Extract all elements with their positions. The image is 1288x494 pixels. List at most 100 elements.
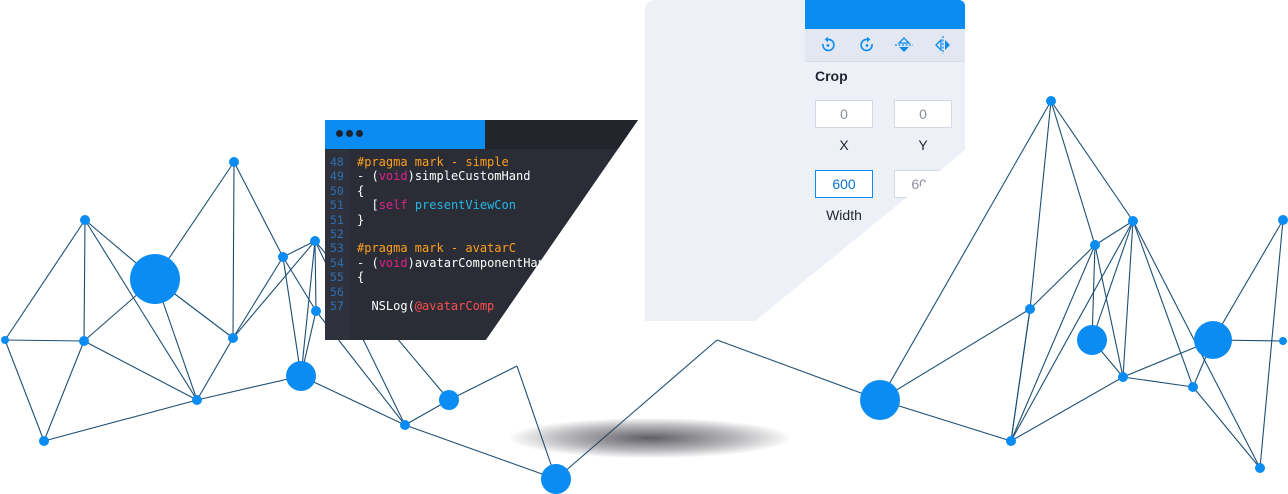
code-token: )avatarComponentHan [407,255,545,270]
drop-shadow [510,418,790,458]
network-edge [232,161,235,339]
network-edge [555,339,718,480]
line-number: 50 [330,183,344,198]
code-token: } [357,212,365,227]
rotate-left-icon[interactable] [819,36,837,54]
network-edge [404,424,557,480]
network-node [278,252,288,262]
network-edge [282,240,316,258]
editor-title-bar-fill [485,120,638,149]
crop-y-input[interactable]: 0 [894,100,952,128]
code-token: void [378,255,408,270]
editor-title-bar [325,120,485,149]
crop-x-input[interactable]: 0 [815,100,873,128]
network-edge [314,240,317,312]
network-edge [1050,100,1096,246]
line-number-gutter [325,149,350,340]
network-node [310,236,320,246]
network-edge [1192,386,1261,469]
flip-vertical-icon[interactable] [895,36,913,54]
code-token [357,285,371,299]
network-node [229,157,239,167]
crop-x-label: X [839,137,849,153]
network-node [1006,436,1016,446]
code-token: )simpleCustomHand [407,169,531,184]
network-edge [83,219,86,342]
network-node [541,464,571,494]
code-text: { [357,184,364,199]
network-node [1046,96,1056,106]
network-node [228,333,238,343]
code-token: #pragma mark - simple [357,155,509,169]
network-edge [1010,244,1096,442]
line-number: 55 [330,270,344,285]
network-edge [1094,220,1134,246]
network-edge [879,399,1012,442]
network-edge [1050,100,1134,222]
network-edge [4,339,85,342]
line-number: 57 [330,299,344,313]
code-token: NSLog( [357,299,415,313]
network-edge [1091,220,1134,341]
network-node [860,380,900,420]
code-text: { [357,270,364,285]
line-number: 51 [330,212,344,227]
network-edge [1010,376,1124,442]
code-text: - (void)avatarComponentHan [357,256,545,271]
code-token: { [357,270,365,285]
network-node [400,420,410,430]
network-node [1278,215,1288,225]
code-token: { [357,183,365,198]
crop-panel-header [805,0,965,29]
network-edge [43,340,85,442]
network-edge [1094,244,1124,378]
network-edge [879,100,1052,401]
network-node [1188,382,1198,392]
network-node [1279,337,1287,345]
rotate-right-icon[interactable] [858,36,876,54]
network-edge [1212,219,1284,341]
network-node [192,395,202,405]
line-number: 48 [330,155,344,169]
network-node [311,306,321,316]
crop-width-input[interactable]: 600 [815,170,873,198]
window-dot [356,130,363,137]
network-edge [232,256,284,339]
code-text: #pragma mark - simple [357,155,509,170]
crop-width-label: Width [826,207,862,223]
network-edge [516,365,557,480]
network-node [80,215,90,225]
code-text: #pragma mark - avatarC [357,241,516,256]
network-node [1255,463,1265,473]
network-node [39,436,49,446]
window-dot [346,130,353,137]
network-edge [1010,308,1031,442]
code-token: presentViewCon [407,198,516,213]
code-text [357,285,371,300]
line-number: 49 [330,169,344,184]
code-token: - ( [357,255,379,270]
network-edge [1010,220,1134,442]
network-node [1025,304,1035,314]
network-edge [1122,220,1134,378]
network-node [1090,240,1100,250]
window-controls [336,130,363,137]
code-text: [self presentViewCon [357,198,516,213]
network-edge [300,240,316,377]
network-edge [1259,219,1284,469]
network-node [439,390,459,410]
network-node [286,361,316,391]
network-edge [282,256,317,312]
network-edge [1132,220,1194,388]
line-number: 53 [330,241,344,256]
flip-horizontal-icon[interactable] [934,36,952,54]
code-text: } [357,213,364,228]
crop-y-label: Y [918,137,928,153]
window-dot [336,130,343,137]
code-token: - ( [357,169,379,184]
code-text: NSLog(@avatarComp [357,299,494,314]
line-number: 52 [330,227,344,241]
network-edge [448,365,518,401]
